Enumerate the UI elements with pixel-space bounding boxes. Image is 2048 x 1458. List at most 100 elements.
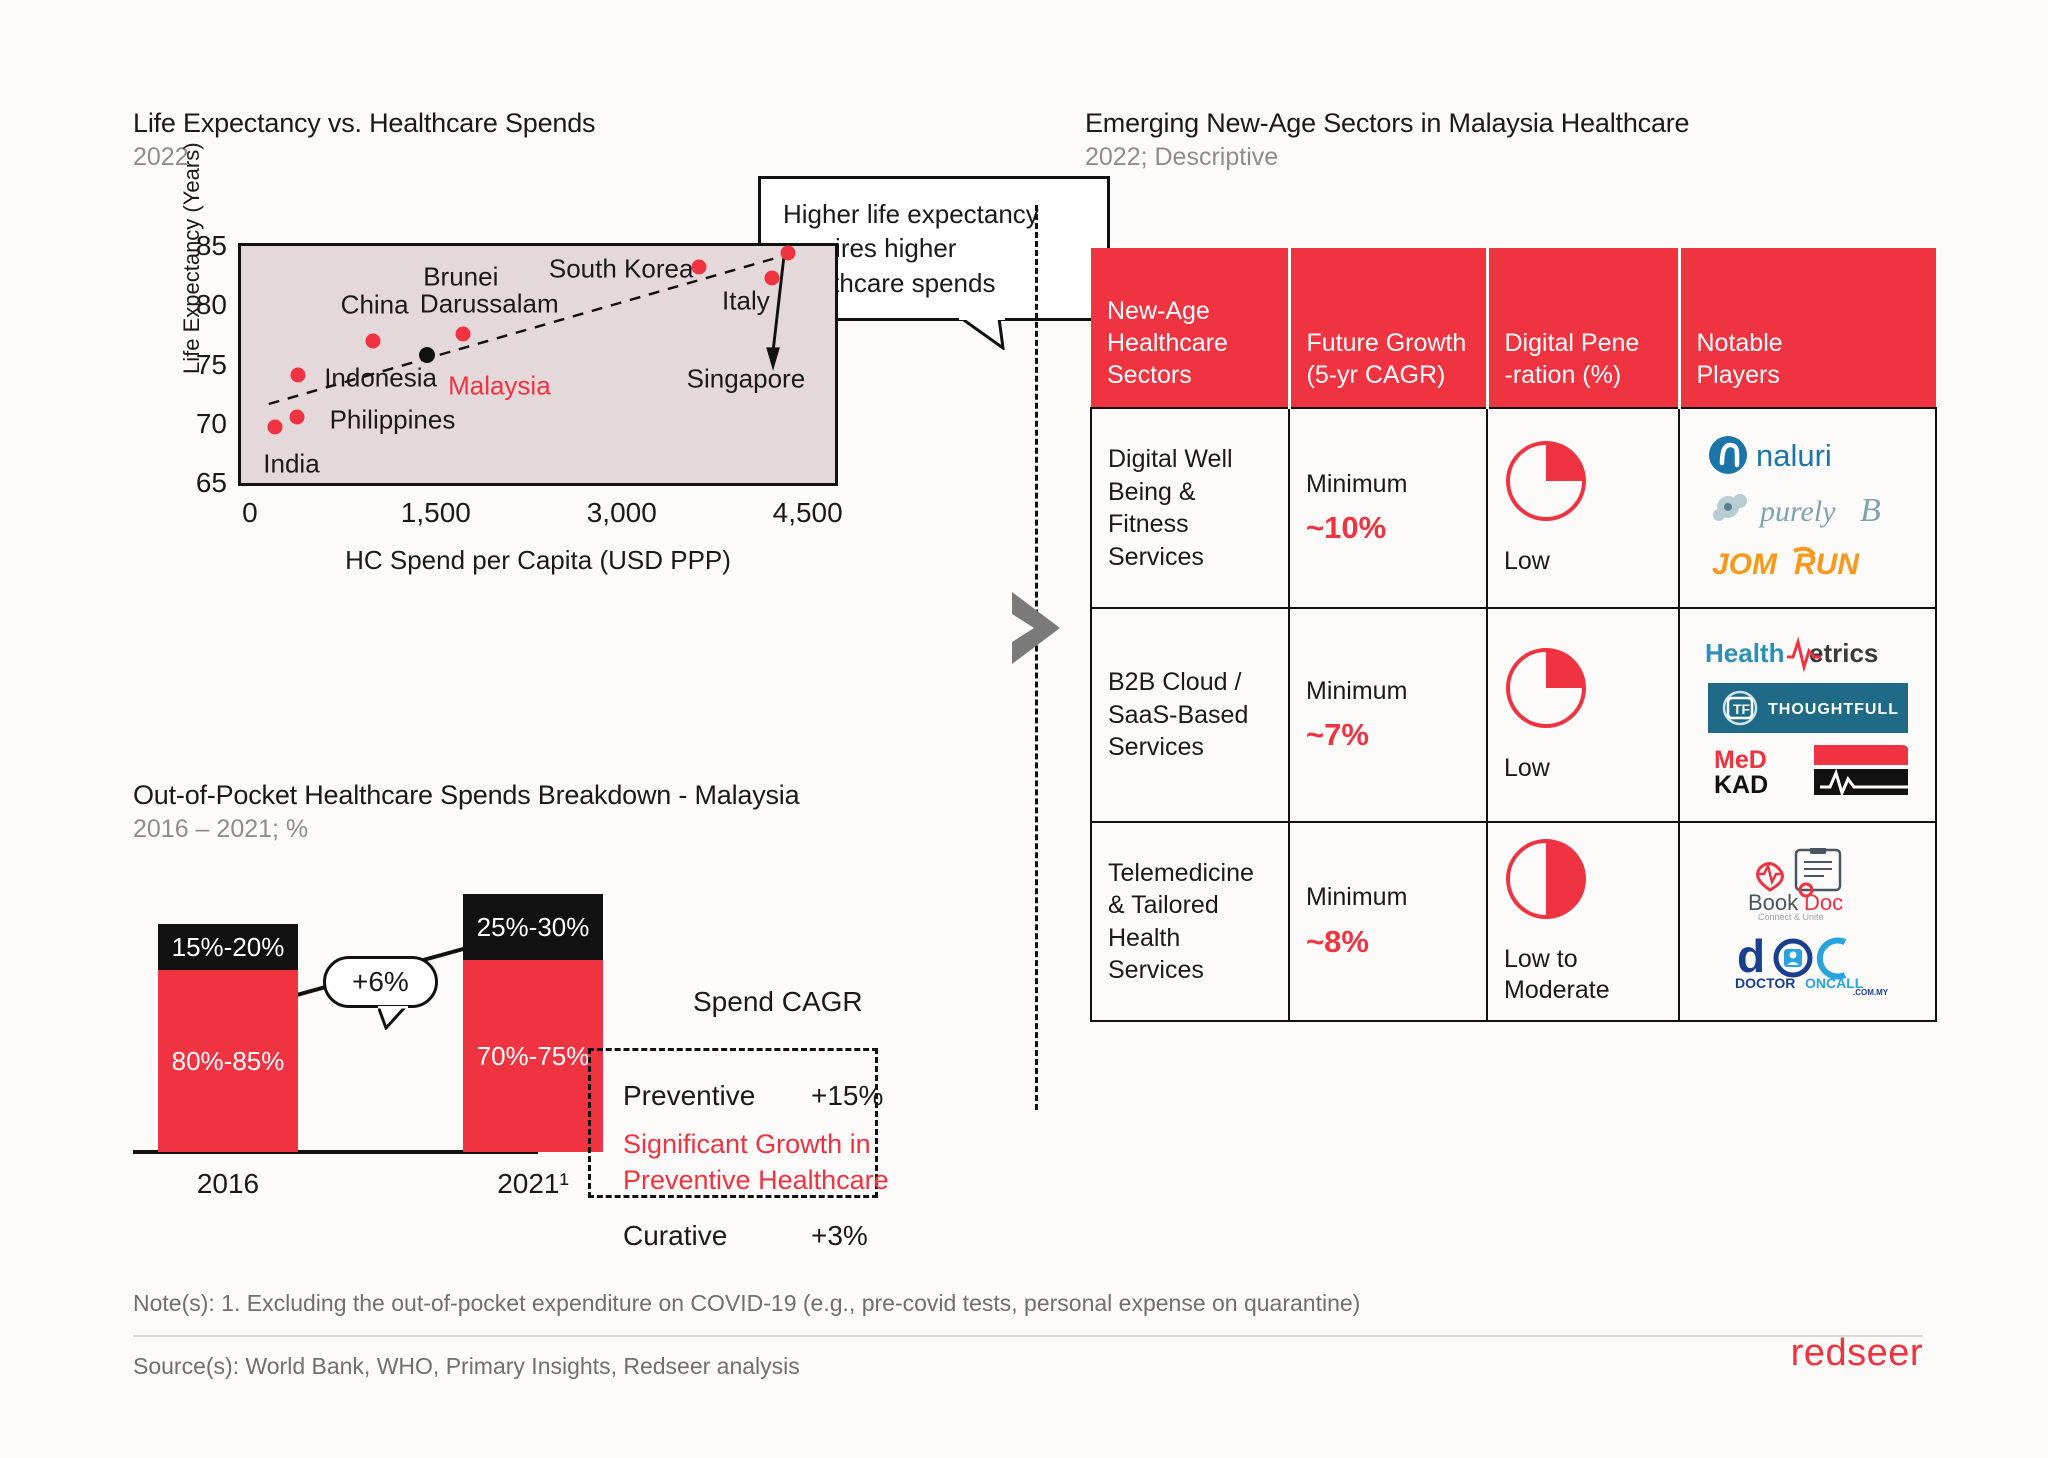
bars-title: Out-of-Pocket Healthcare Spends Breakdow… (133, 780, 800, 810)
bar-2021-preventive: 25%-30% (463, 894, 603, 960)
medkad-logo: MeD KAD (1714, 745, 1908, 797)
x-tick-3000: 3,000 (586, 497, 657, 528)
donut-quarter-icon (1506, 441, 1586, 522)
point-indonesia (290, 367, 306, 383)
growth-value: ~7% (1306, 717, 1369, 753)
y-tick-85: 85 (195, 230, 227, 261)
cell-sector: Digital Well Being & Fitness Services (1090, 407, 1290, 609)
y-tick-80: 80 (195, 289, 227, 321)
penetration-label: Low (1504, 753, 1550, 782)
scatter-chart-block: Life Expectancy vs. Healthcare Spends 20… (133, 108, 1110, 575)
bar-2021-curative: 70%-75% (463, 960, 603, 1152)
label-india: India (263, 448, 320, 479)
healthmetrics-logo: Health etrics (1705, 636, 1878, 673)
growth-value: ~10% (1306, 510, 1387, 546)
sector-table-block: Emerging New-Age Sectors in Malaysia Hea… (1085, 108, 1937, 1022)
footer-divider (133, 1335, 1923, 1337)
svg-text:JOM: JOM (1712, 548, 1778, 581)
th-digital-penetration: Digital Pene-ration (%) (1487, 248, 1681, 408)
scatter-plot-area: Life Expectancy (Years) 85 80 75 70 65 0… (179, 142, 843, 575)
cell-growth: Minimum ~7% (1288, 607, 1488, 823)
label-brunei-line1: Brunei (423, 261, 499, 292)
x-tick-0: 0 (242, 497, 258, 528)
label-south-korea: South Korea (548, 253, 694, 283)
growth-prefix: Minimum (1306, 676, 1408, 705)
cell-sector: B2B Cloud / SaaS-Based Services (1090, 607, 1290, 823)
table-row: B2B Cloud / SaaS-Based Services Minimum … (1090, 607, 1937, 823)
x-axis-label: HC Spend per Capita (USD PPP) (345, 545, 731, 575)
svg-text:ONCALL: ONCALL (1805, 975, 1864, 991)
cagr-box (588, 1048, 878, 1198)
bars-subtitle: 2016 – 2021; % (133, 815, 309, 843)
bars-area: +6% 15%-20% 80%-85% 2016 25%-30% 70%-75% (133, 880, 993, 1251)
svg-text:B: B (1860, 492, 1881, 529)
cell-sector: Telemedicine & Tailored Health Services (1090, 821, 1290, 1022)
svg-text:Book: Book (1748, 890, 1799, 915)
bar-xlabel-2021: 2021¹ (497, 1168, 569, 1199)
svg-text:d: d (1737, 932, 1765, 982)
section-divider (1035, 205, 1038, 1110)
cell-penetration: Low (1486, 607, 1680, 823)
doctoroncall-logo: d DOCTOR ONCALL .COM.MY (1735, 932, 1889, 996)
point-italy (764, 270, 780, 286)
bar-2016-curative: 80%-85% (158, 970, 298, 1152)
svg-text:MeD: MeD (1714, 746, 1767, 774)
bar-chart-block: Out-of-Pocket Healthcare Spends Breakdow… (133, 780, 993, 1251)
thoughtfull-logo: TF THOUGHTFULL (1707, 683, 1908, 733)
point-south-korea (691, 259, 707, 275)
cell-penetration: Low to Moderate (1486, 821, 1680, 1022)
label-brunei-line2: Darussalam (419, 288, 559, 319)
table-row: Digital Well Being & Fitness Services Mi… (1090, 407, 1937, 609)
scatter-subtitle: 2022 (133, 143, 189, 171)
point-brunei (455, 326, 471, 342)
growth-badge: +6% (323, 956, 438, 1031)
label-malaysia: Malaysia (448, 370, 551, 401)
point-singapore (780, 245, 796, 261)
footer: Note(s): 1. Excluding the out-of-pocket … (133, 1290, 1923, 1380)
bar-2021: 25%-30% 70%-75% (463, 894, 603, 1152)
cagr-value-curative: +3% (811, 1220, 868, 1251)
y-tick-65: 65 (195, 467, 227, 498)
callout-tail (959, 317, 1005, 350)
penetration-label: Low to Moderate (1504, 944, 1610, 1004)
cagr-note-line1: Significant Growth in (623, 1129, 871, 1159)
label-indonesia: Indonesia (324, 362, 437, 393)
point-philippines (289, 409, 305, 425)
svg-text:TF: TF (1733, 701, 1751, 717)
footer-notes: Note(s): 1. Excluding the out-of-pocket … (133, 1290, 1361, 1316)
svg-text:DOCTOR: DOCTOR (1735, 975, 1795, 991)
svg-text:.COM.MY: .COM.MY (1853, 988, 1889, 996)
growth-badge-label: +6% (352, 966, 409, 997)
x-tick-1500: 1,500 (400, 497, 471, 528)
growth-badge-tail (376, 1003, 410, 1037)
table-row: Telemedicine & Tailored Health Services … (1090, 821, 1937, 1022)
scatter-title: Life Expectancy vs. Healthcare Spends (133, 108, 596, 138)
label-singapore: Singapore (686, 363, 806, 394)
bookdoc-logo: Book Doc Connect & Unite (1748, 847, 1843, 922)
naluri-logo: naluri (1708, 436, 1831, 474)
cell-players: naluri purely B JO (1678, 407, 1937, 609)
svg-text:KAD: KAD (1714, 771, 1768, 797)
bars-baseline (133, 1150, 538, 1154)
label-italy: Italy (722, 285, 770, 315)
svg-text:Health: Health (1705, 638, 1784, 668)
cagr-label-preventive: Preventive (623, 1080, 756, 1111)
cagr-note-line2: Preventive Healthcare (623, 1165, 889, 1195)
cell-growth: Minimum ~8% (1288, 821, 1488, 1022)
cagr-label-curative: Curative (623, 1220, 728, 1251)
donut-quarter-icon (1506, 648, 1586, 729)
cagr-value-preventive: +15% (811, 1080, 884, 1111)
cell-penetration: Low (1486, 407, 1680, 609)
label-china: China (340, 289, 409, 320)
redseer-logo: redseer (1790, 1332, 1923, 1374)
svg-text:RUN: RUN (1794, 548, 1860, 581)
growth-prefix: Minimum (1306, 883, 1408, 912)
footer-sources: Source(s): World Bank, WHO, Primary Insi… (133, 1353, 800, 1379)
svg-text:etrics: etrics (1809, 638, 1878, 668)
point-china (365, 333, 381, 349)
cell-players: Book Doc Connect & Unite d DOC (1678, 821, 1937, 1022)
